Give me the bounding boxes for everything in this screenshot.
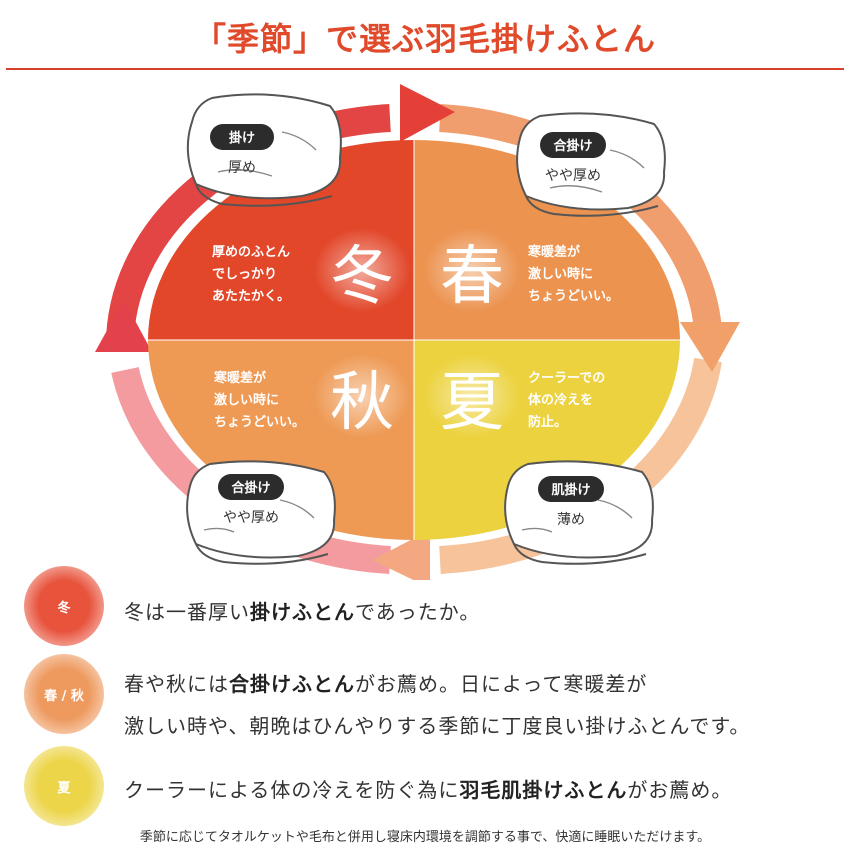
kanji-winter: 冬: [330, 240, 394, 314]
desc-line: 体の冷えを: [528, 392, 593, 408]
desc-winter: 厚めのふとん でしっかり あたたかく。: [212, 244, 290, 304]
legend-text-plain: 春や秋には: [124, 672, 229, 696]
desc-line: 激しい時に: [528, 266, 593, 282]
legend-text-bold: 合掛けふとん: [229, 672, 355, 696]
legend-text-plain: クーラーによる体の冷えを防ぐ為に: [124, 778, 460, 802]
legend-text-bold: 掛けふとん: [250, 600, 355, 624]
desc-spring: 寒暖差が 激しい時に ちょうどいい。: [527, 244, 619, 304]
futon-badge: 合掛け: [231, 480, 270, 496]
futon-illustration-bottom-left: 合掛け やや厚め: [186, 460, 336, 565]
cycle-ring: [95, 84, 740, 580]
futon-illustration-top-right: 合掛け やや厚め: [516, 112, 666, 217]
desc-line: あたたかく。: [212, 289, 290, 304]
desc-line: 防止。: [528, 414, 567, 430]
legend-text-plain: がお薦め。: [627, 778, 733, 802]
title-divider: [6, 68, 844, 70]
desc-line: 寒暖差が: [213, 370, 266, 386]
kanji-spring: 春: [440, 240, 504, 314]
footnote: 季節に応じてタオルケットや毛布と併用し寝床内環境を調節する事で、快適に睡眠いただ…: [139, 830, 711, 845]
futon-badge: 掛け: [229, 130, 255, 146]
kanji-autumn: 秋: [330, 366, 394, 440]
legend-text-plain: がお薦め。日によって寒暖差が: [355, 672, 648, 696]
legend-text-winter: 冬は一番厚い掛けふとんであったか。: [124, 596, 480, 625]
desc-line: 厚めのふとん: [212, 244, 290, 260]
legend-text-summer: クーラーによる体の冷えを防ぐ為に羽毛肌掛けふとんがお薦め。: [124, 774, 732, 803]
arrow-head-top: [400, 84, 455, 142]
desc-line: ちょうどいい。: [528, 289, 619, 304]
futon-illustration-top-left: 掛け 厚め: [186, 93, 342, 207]
arrow-head-left: [95, 300, 152, 352]
desc-line: ちょうどいい。: [214, 415, 305, 430]
legend-text-plain: 冬は一番厚い: [124, 600, 250, 624]
legend-text-plain: であったか。: [355, 600, 481, 624]
legend-text-spring-autumn-line1: 春や秋には合掛けふとんがお薦め。日によって寒暖差が: [124, 668, 647, 697]
page-title: 「季節」で選ぶ羽毛掛けふとん: [193, 20, 656, 58]
arrow-head-right: [680, 322, 740, 372]
season-cycle-diagram: 冬 春 秋 夏 厚めのふとん でしっかり あたたかく。 寒暖差が 激しい時に ち…: [95, 84, 740, 580]
desc-line: 激しい時に: [214, 392, 279, 408]
futon-sub: やや厚め: [545, 168, 601, 184]
futon-sub: やや厚め: [223, 510, 279, 526]
legend-circle-summer: 夏: [24, 746, 104, 826]
legend-circle-winter: 冬: [24, 566, 104, 646]
futon-badge: 肌掛け: [551, 482, 590, 498]
legend-text-plain: 激しい時や、朝晩はひんやりする季節に丁度良い掛けふとんです。: [124, 714, 751, 738]
futon-sub: 薄め: [557, 512, 585, 528]
legend-text-bold: 羽毛肌掛けふとん: [459, 778, 628, 802]
legend-text-spring-autumn-line2: 激しい時や、朝晩はひんやりする季節に丁度良い掛けふとんです。: [124, 710, 750, 739]
desc-line: でしっかり: [212, 267, 277, 282]
kanji-summer: 夏: [440, 366, 504, 440]
futon-illustration-bottom-right: 肌掛け 薄め: [504, 460, 654, 565]
desc-line: クーラーでの: [528, 371, 605, 386]
desc-summer: クーラーでの 体の冷えを 防止。: [528, 371, 605, 430]
futon-badge: 合掛け: [553, 138, 592, 154]
desc-line: 寒暖差が: [527, 244, 580, 260]
futon-sub: 厚め: [228, 160, 256, 176]
desc-autumn: 寒暖差が 激しい時に ちょうどいい。: [213, 370, 305, 430]
legend-circle-spring-autumn: 春 / 秋: [24, 654, 104, 734]
arrow-head-bottom: [372, 530, 430, 580]
